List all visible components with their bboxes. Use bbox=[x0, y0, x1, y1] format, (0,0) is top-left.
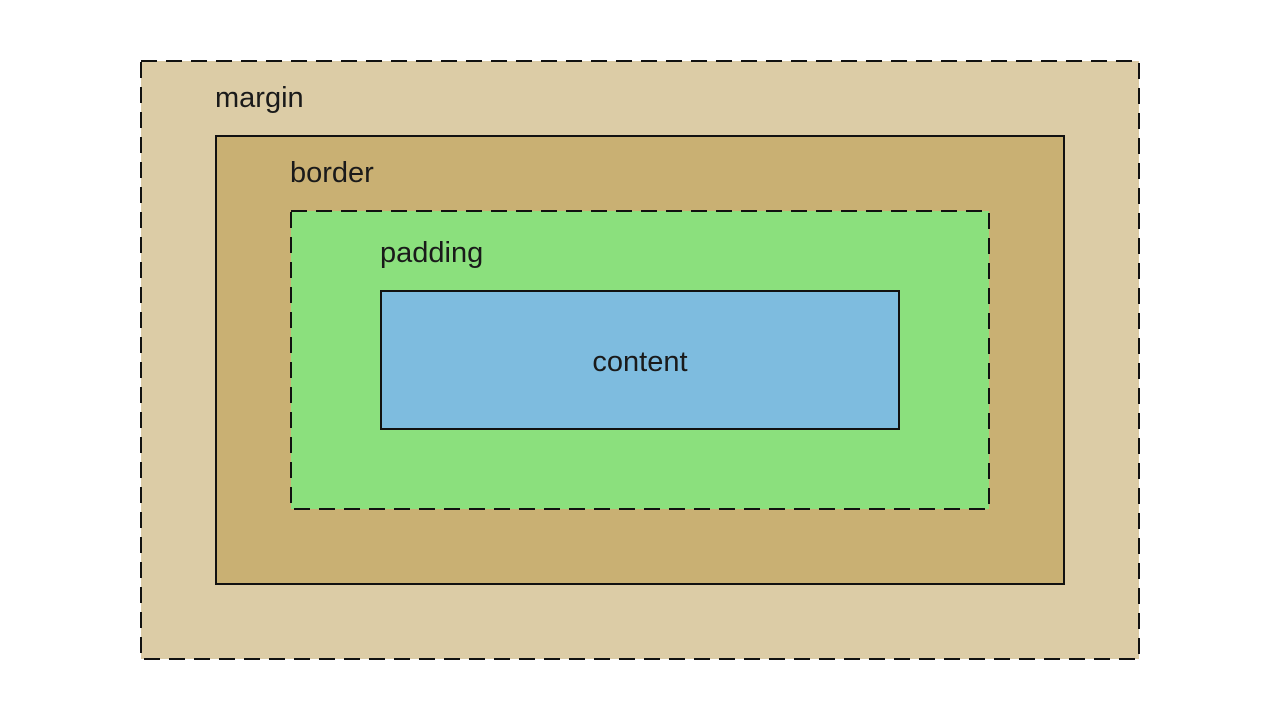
border-label: border bbox=[290, 157, 374, 189]
content-label: content bbox=[592, 346, 687, 378]
margin-label: margin bbox=[215, 82, 304, 114]
content-box bbox=[380, 290, 900, 430]
padding-label: padding bbox=[380, 237, 483, 269]
